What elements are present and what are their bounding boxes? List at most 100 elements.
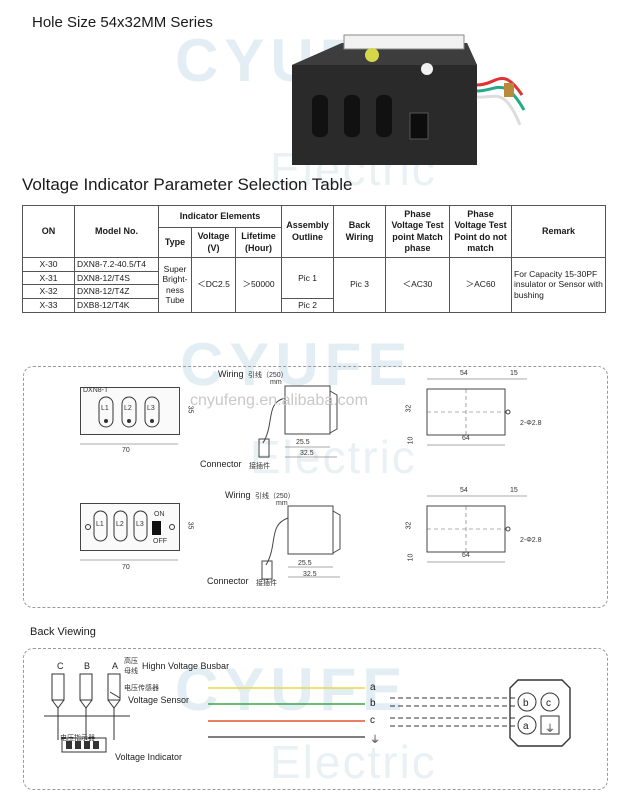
phase-a: A bbox=[112, 661, 119, 671]
col-back-wiring: Back Wiring bbox=[333, 205, 387, 258]
type-value: Super Bright- ness Tube bbox=[158, 257, 192, 313]
wire-b: b bbox=[370, 698, 376, 709]
plug-pin-ground: ⏚ bbox=[545, 724, 555, 735]
wire-c: c bbox=[370, 715, 375, 726]
plug-pin-b: b bbox=[523, 698, 529, 709]
plug-pin-c: c bbox=[546, 698, 551, 709]
sensor-cn: 电压传感器 bbox=[124, 685, 159, 692]
phase-no-value: ＞AC60 bbox=[449, 257, 513, 313]
lamp-label: L2 bbox=[124, 405, 132, 412]
busbar-label: Highn Voltage Busbar bbox=[142, 661, 230, 671]
lamp-label: L1 bbox=[101, 405, 109, 412]
dim-25: 25.5 bbox=[296, 439, 310, 446]
col-phase-no: Phase Voltage Test Point do not match bbox=[449, 205, 513, 258]
row-on: X-31 bbox=[22, 270, 75, 286]
dim-32v: 32 bbox=[405, 404, 413, 413]
col-model: Model No. bbox=[74, 205, 159, 258]
row-model: DXB8-12/T4K bbox=[74, 297, 159, 313]
dim-32v: 32 bbox=[405, 521, 413, 530]
wiring-cn: 引线（250） bbox=[255, 493, 295, 500]
lamps-1 bbox=[98, 396, 160, 428]
phase-test-value: ＜AC30 bbox=[385, 257, 451, 313]
col-phase-test: Phase Voltage Test point Match phase bbox=[385, 205, 451, 258]
watermark-site: cnyufeng.en.alibaba.com bbox=[190, 392, 368, 409]
mm-label: mm bbox=[276, 500, 288, 507]
dim-10: 10 bbox=[407, 553, 415, 562]
dim-54: 54 bbox=[460, 487, 468, 494]
col-voltage: Voltage (V) bbox=[191, 227, 236, 258]
dim-64: 64 bbox=[462, 435, 470, 442]
row-on: X-30 bbox=[22, 257, 75, 272]
col-indicator: Indicator Elements bbox=[157, 205, 283, 228]
dim-hole: 2-Φ2.8 bbox=[520, 420, 542, 427]
dim-10: 10 bbox=[407, 436, 415, 445]
connector-cn: 接插件 bbox=[249, 463, 270, 470]
parameter-table: ON Model No. Indicator Elements Assembly… bbox=[22, 205, 607, 313]
dim-70: 70 bbox=[122, 564, 130, 571]
dim-70: 70 bbox=[122, 447, 130, 454]
dim-64: 64 bbox=[462, 552, 470, 559]
table-title: Voltage Indicator Parameter Selection Ta… bbox=[22, 175, 353, 194]
back-view-panel bbox=[23, 648, 608, 790]
lamp-label: L3 bbox=[136, 521, 144, 528]
lamp-label: L1 bbox=[96, 521, 104, 528]
lamp-label: L2 bbox=[116, 521, 124, 528]
col-assembly: Assembly Outline bbox=[281, 205, 335, 258]
cutout-2 bbox=[426, 495, 527, 563]
switch-on-label: ON bbox=[154, 511, 165, 518]
dim-lines-2 bbox=[80, 559, 178, 561]
connector-cn: 接插件 bbox=[256, 580, 277, 587]
side-view-1 bbox=[258, 385, 338, 458]
back-view-diagram bbox=[44, 673, 571, 753]
wiring-label: Wiring bbox=[225, 490, 251, 500]
dim-15: 15 bbox=[510, 487, 518, 494]
model-tag: DXN8-T bbox=[83, 387, 109, 394]
assembly-pic2: Pic 2 bbox=[281, 297, 335, 313]
busbar-cn: 高压母线 bbox=[124, 658, 138, 675]
phase-b: B bbox=[84, 661, 91, 671]
side-view-2 bbox=[261, 505, 341, 580]
col-remark: Remark bbox=[511, 205, 607, 258]
dim-hole: 2-Φ2.8 bbox=[520, 537, 542, 544]
mm-label: mm bbox=[270, 379, 282, 386]
wire-ground: ⏚ bbox=[370, 735, 380, 746]
row-model: DXN8-7.2-40.5/T4 bbox=[74, 257, 159, 272]
col-type: Type bbox=[158, 227, 192, 258]
lamps-2 bbox=[85, 510, 175, 542]
dim-15: 15 bbox=[510, 370, 518, 377]
page-title: Hole Size 54x32MM Series bbox=[32, 14, 213, 31]
back-wiring-value: Pic 3 bbox=[333, 257, 387, 313]
dim-32: 32.5 bbox=[300, 450, 314, 457]
remark-value: For Capacity 15-30PF insulator or Sensor… bbox=[511, 257, 607, 313]
row-on: X-32 bbox=[22, 284, 75, 299]
phase-c: C bbox=[57, 661, 64, 671]
lifetime-value: ＞50000 bbox=[234, 257, 283, 313]
connector-label: Connector bbox=[200, 459, 242, 469]
dim-32: 32.5 bbox=[303, 571, 317, 578]
dim-25: 25.5 bbox=[298, 560, 312, 567]
wiring-cn: 引线（250） bbox=[248, 372, 288, 379]
row-on: X-33 bbox=[22, 297, 75, 313]
col-lifetime: Lifetime (Hour) bbox=[234, 227, 283, 258]
indicator-cn: 电压指示器 bbox=[60, 735, 95, 742]
assembly-pic1: Pic 1 bbox=[281, 257, 335, 299]
back-view-title: Back Viewing bbox=[30, 626, 96, 638]
lamp-label: L3 bbox=[147, 405, 155, 412]
col-on: ON bbox=[22, 205, 75, 258]
drawing-panel bbox=[23, 366, 608, 608]
dim-35: 35 bbox=[186, 521, 194, 530]
voltage-value: ＜DC2.5 bbox=[191, 257, 236, 313]
sensor-label: Voltage Sensor bbox=[128, 695, 190, 705]
dim-lines-1 bbox=[80, 443, 178, 445]
front-panel-2 bbox=[80, 503, 180, 551]
indicator-label: Voltage Indicator bbox=[115, 752, 183, 762]
wiring-label: Wiring bbox=[218, 369, 244, 379]
connector-label: Connector bbox=[207, 576, 249, 586]
wire-a: a bbox=[370, 682, 376, 693]
plug-pin-a: a bbox=[523, 721, 529, 732]
row-model: DXN8-12/T4Z bbox=[74, 284, 159, 299]
switch-off-label: OFF bbox=[153, 538, 167, 545]
product-image bbox=[292, 34, 526, 165]
cutout-1 bbox=[426, 378, 527, 446]
dim-54: 54 bbox=[460, 370, 468, 377]
